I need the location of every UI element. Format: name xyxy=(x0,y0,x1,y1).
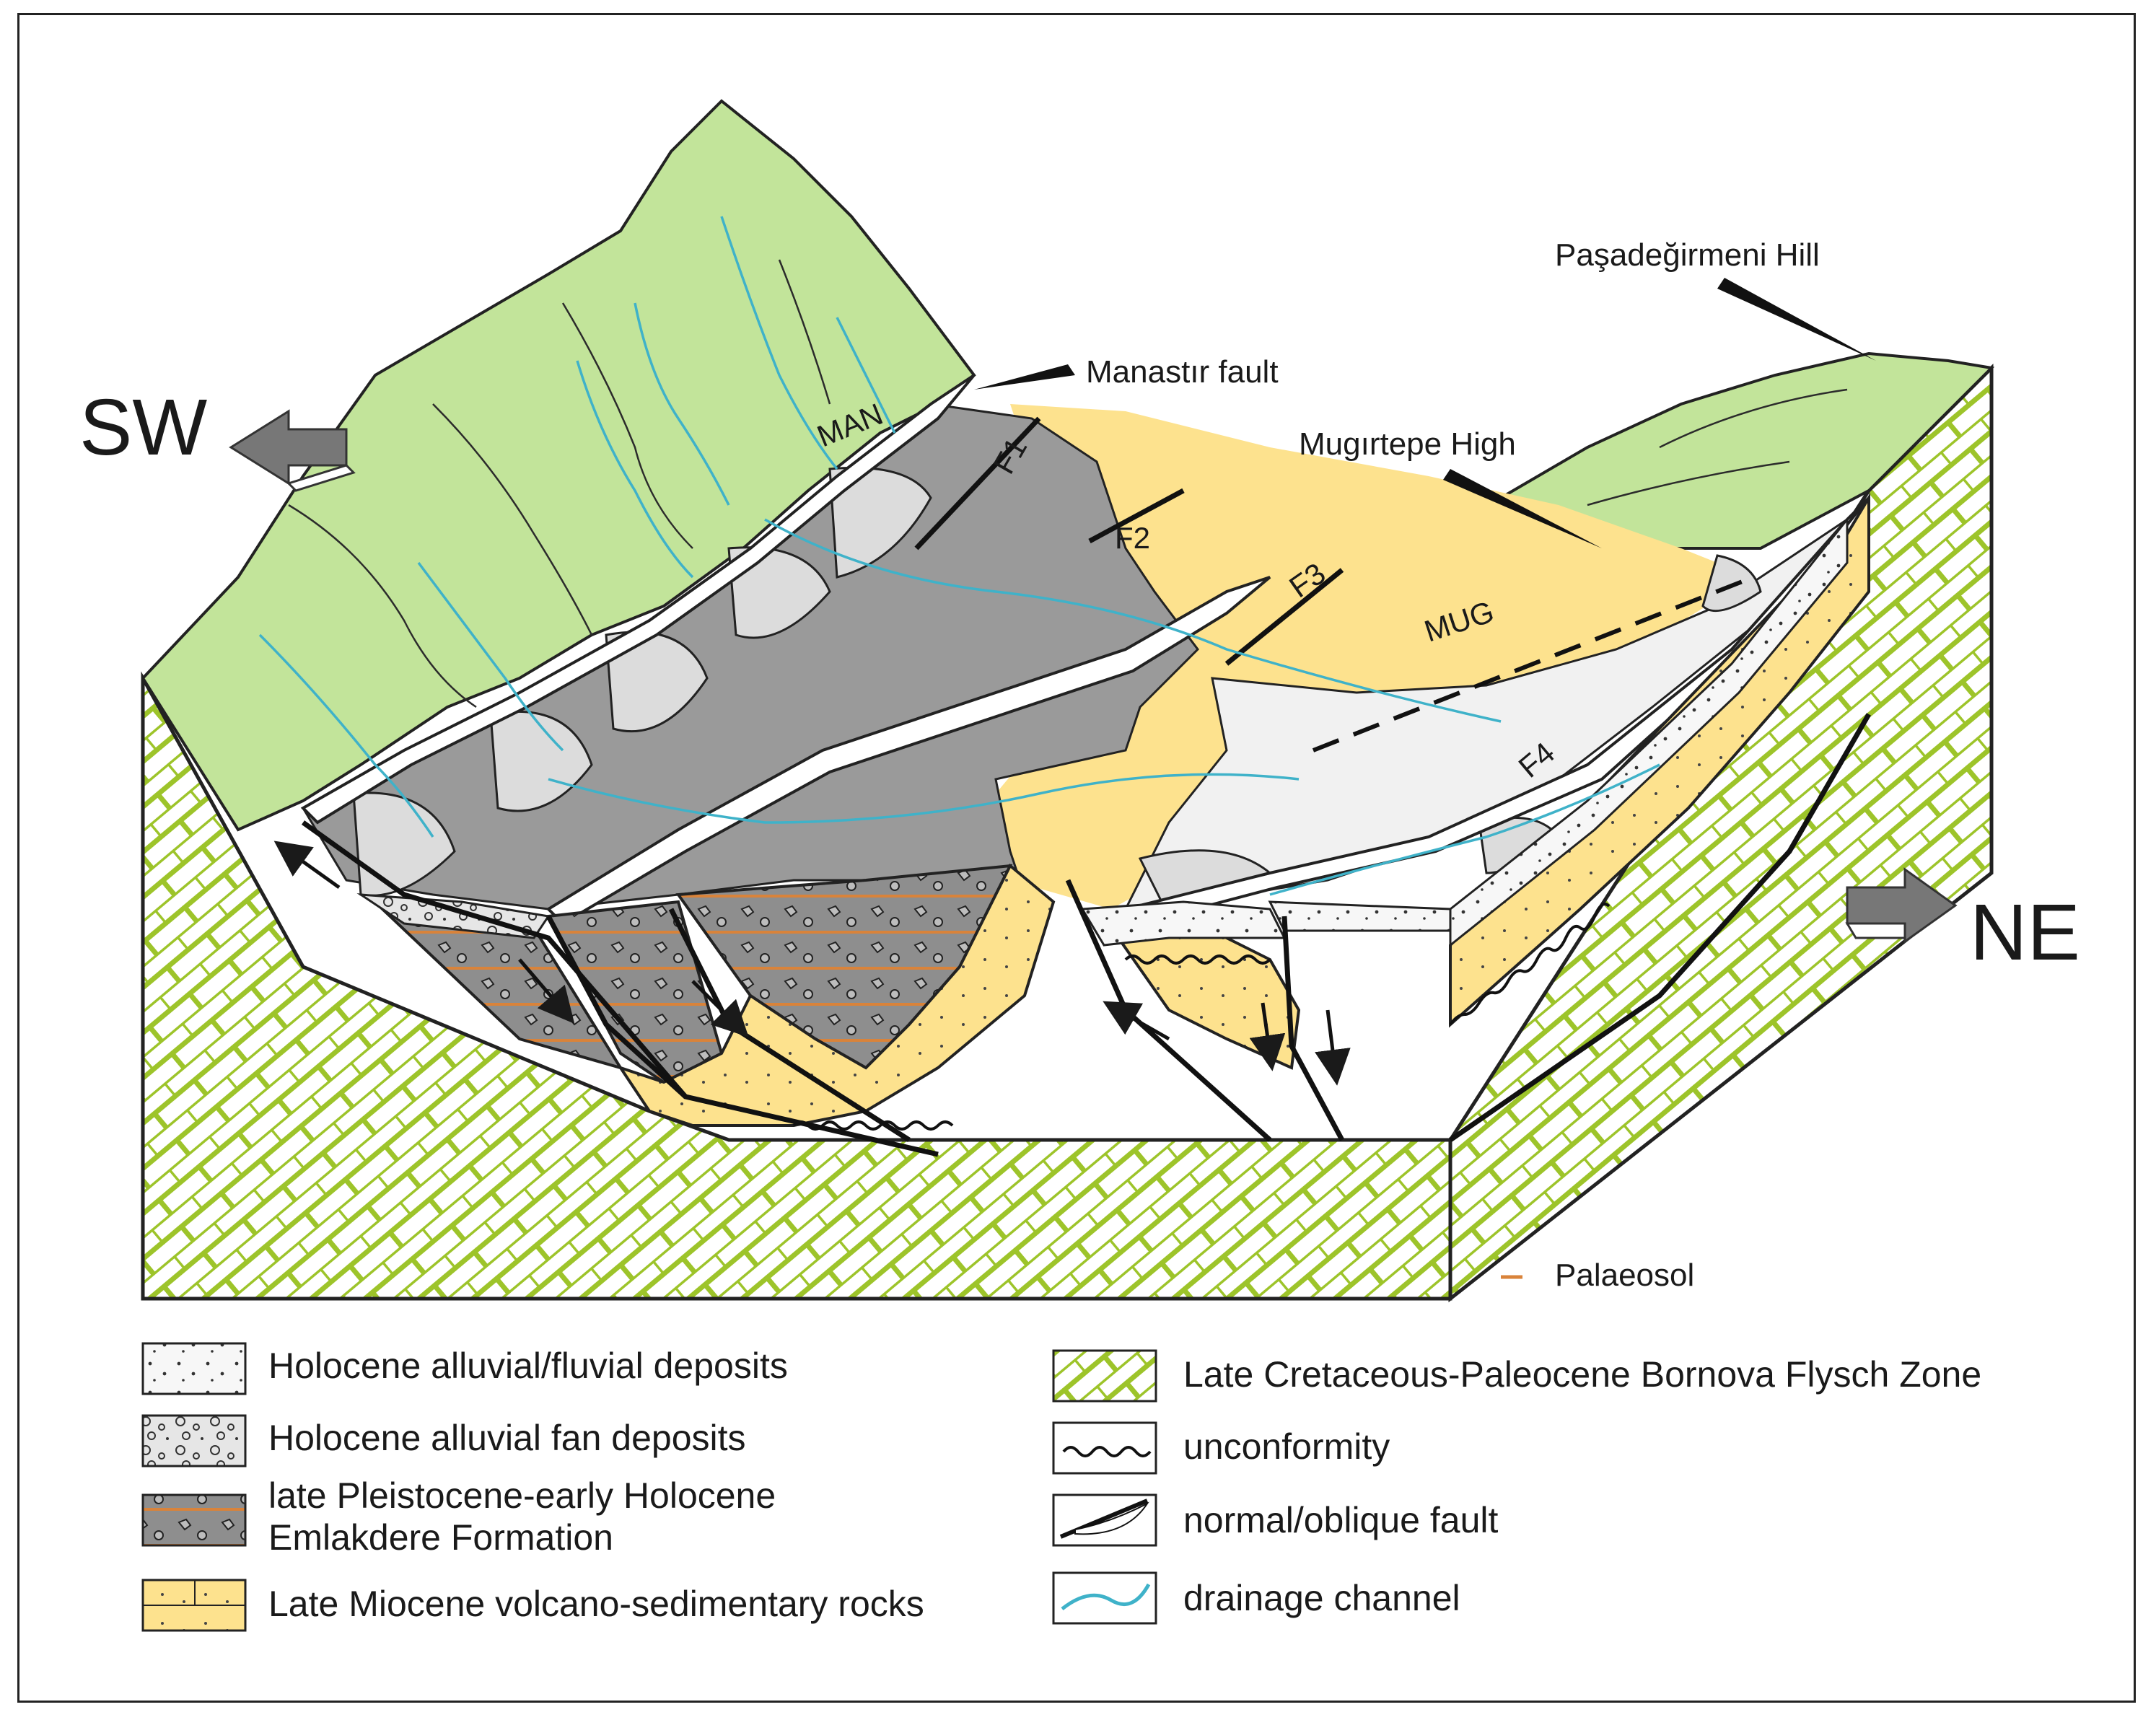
legend-label-fluvial: Holocene alluvial/fluvial deposits xyxy=(268,1346,788,1386)
topo-line-1 xyxy=(288,504,477,708)
legend-swatch-bornova xyxy=(1052,1349,1157,1403)
topo-line-5 xyxy=(1659,388,1848,449)
fan-1 xyxy=(828,466,932,579)
front-face-flysch xyxy=(141,671,1452,1301)
ne-arrow-icon xyxy=(1845,867,1958,944)
arrow-3 xyxy=(691,980,749,1037)
alluvial-fans-man xyxy=(352,466,932,897)
fan-8 xyxy=(1701,554,1762,613)
arrow-4 xyxy=(1103,1001,1170,1041)
callout-leaders xyxy=(974,278,1876,548)
drainage-3 xyxy=(720,216,838,470)
drainage-5 xyxy=(417,561,564,752)
leader-pasadegirmeni xyxy=(1717,278,1876,361)
arrow-2 xyxy=(518,958,575,1024)
legend-label-miocene: Late Miocene volcano-sedimentary rocks xyxy=(268,1584,924,1624)
label-palaeosol: Palaeosol xyxy=(1555,1258,1694,1293)
fault-f3-line xyxy=(1224,568,1344,666)
fault-side-trace xyxy=(1449,713,1872,1142)
topo-line-2 xyxy=(432,403,593,636)
legend-label-unconformity: unconformity xyxy=(1183,1426,1390,1467)
fault-f2-trace xyxy=(545,915,688,1099)
label-manastir-fault: Manastır fault xyxy=(1086,354,1279,390)
drainage-1 xyxy=(634,302,730,506)
fault-f4b-trace xyxy=(1281,916,1345,1141)
drainage-2 xyxy=(576,360,694,579)
fault-man-trace xyxy=(301,820,939,1157)
topo-line-6 xyxy=(1587,460,1790,506)
drainage-7 xyxy=(548,773,1300,824)
mug-fault-dashed xyxy=(1312,575,1755,752)
figure-frame xyxy=(17,13,2136,1703)
drainage-9 xyxy=(836,317,896,434)
topo-lines xyxy=(288,259,1848,708)
legend-swatch-fan xyxy=(141,1414,247,1467)
unconformity-3 xyxy=(1449,903,1611,1026)
scarp-man xyxy=(300,374,976,825)
drainage-8 xyxy=(1269,763,1660,896)
drainage-4 xyxy=(258,633,434,838)
legend-label-bornova: Late Cretaceous-Paleocene Bornova Flysch… xyxy=(1183,1354,1981,1395)
scarp-f2 xyxy=(545,576,1271,926)
unconformity-lines xyxy=(792,903,1611,1131)
legend-label-fan: Holocene alluvial fan deposits xyxy=(268,1418,746,1458)
arrow-5 xyxy=(1249,1002,1286,1071)
drainage-6 xyxy=(764,518,1502,723)
legend-label-emlakdere-2: Emlakdere Formation xyxy=(268,1517,613,1558)
direction-ne: NE xyxy=(1970,888,2080,977)
arrow-1 xyxy=(273,841,341,890)
legend-swatch-fluvial xyxy=(141,1342,247,1395)
fault-lines xyxy=(301,416,1872,1157)
section-top-strip xyxy=(1268,900,1452,932)
legend-label-drainage: drainage channel xyxy=(1183,1578,1460,1618)
fault-f1-line xyxy=(914,416,1041,550)
legend-label-emlakdere-1: late Pleistocene-early Holocene xyxy=(268,1475,776,1516)
leader-mugirtepe xyxy=(1443,469,1602,548)
section-fan-front xyxy=(356,893,551,939)
section-fluvial-side xyxy=(1449,516,1849,948)
leader-manastir xyxy=(974,364,1075,390)
unconformity-2 xyxy=(1124,955,1271,965)
label-f2: F2 xyxy=(1115,521,1150,555)
fault-f2-line xyxy=(1088,488,1185,544)
topo-line-4 xyxy=(778,259,831,405)
drainage-channels xyxy=(258,216,1660,896)
arrow-6 xyxy=(1315,1009,1351,1086)
fault-arrows xyxy=(273,841,1351,1086)
legend: Holocene alluvial/fluvial deposits Holoc… xyxy=(141,1342,1981,1632)
fan-4 xyxy=(489,710,593,812)
legend-swatch-emlakdere xyxy=(141,1493,247,1547)
direction-sw: SW xyxy=(79,383,207,472)
sw-arrow-icon xyxy=(229,409,356,492)
section-fluvial-front xyxy=(1080,900,1287,947)
legend-label-fault: normal/oblique fault xyxy=(1183,1500,1498,1540)
section-miocene-2 xyxy=(1116,929,1301,1070)
fan-5 xyxy=(352,791,456,897)
unconformity-1 xyxy=(792,1120,954,1131)
label-pasadegirmeni-hill: Paşadeğirmeni Hill xyxy=(1555,237,1820,273)
label-mugirtepe-high: Mugırtepe High xyxy=(1299,426,1516,462)
topo-line-3 xyxy=(561,302,693,549)
